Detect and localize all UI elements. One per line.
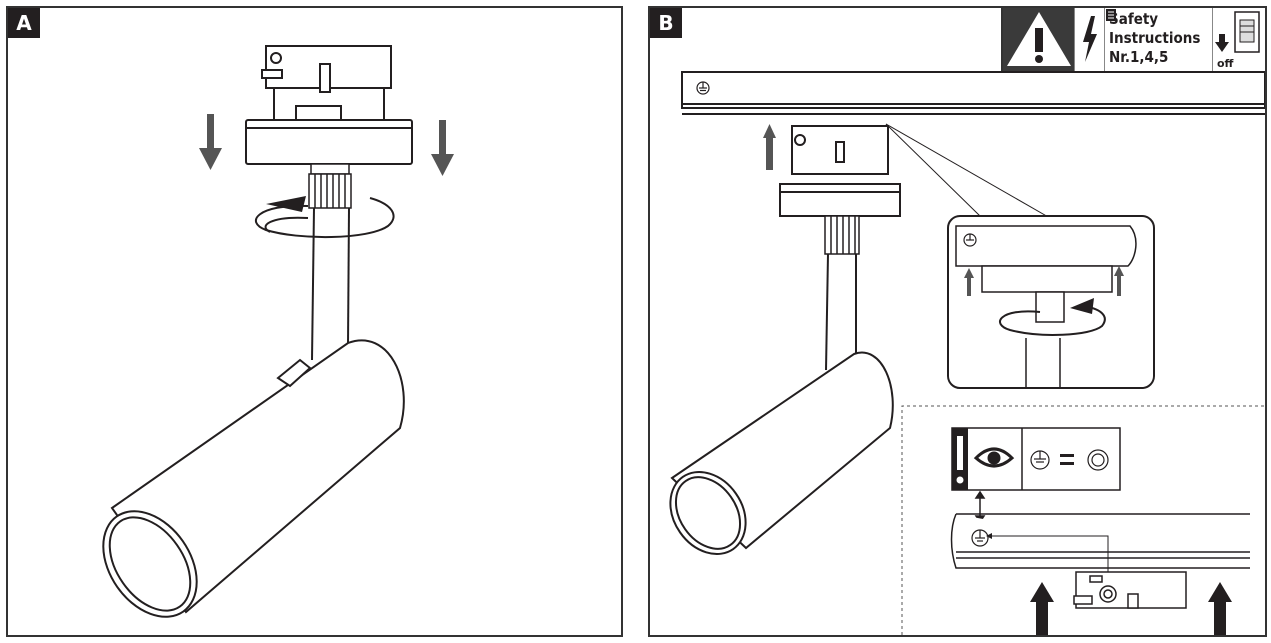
lamp-cylinder: [669, 351, 894, 555]
warning-triangle-icon: [1003, 8, 1075, 72]
panel-a-illustration: [102, 45, 454, 618]
knurled-ring: [824, 215, 860, 255]
lamp-stem: [311, 207, 350, 361]
ring-symbol-icon: [1087, 449, 1109, 471]
rotation-arrowhead-icon: [266, 196, 306, 212]
ground-symbol-icon: [963, 233, 977, 247]
eye-icon: [973, 447, 1015, 468]
equals-icon: [1060, 454, 1074, 465]
panel-a-label: A: [8, 8, 40, 38]
ground-symbol-icon: [1030, 450, 1050, 470]
safety-line2: Instructions: [1109, 29, 1201, 47]
panel-b-label: B: [650, 8, 682, 38]
dashed-detail-region: [901, 405, 1265, 635]
double-arrow-icon: [974, 490, 986, 524]
panel-a: A: [6, 6, 623, 637]
rotation-arrow-icon: [254, 197, 395, 239]
safety-instructions-box: Safety Instructions Nr.1,4,5 off: [1001, 8, 1265, 74]
ground-symbol-icon: [971, 529, 989, 547]
adapter-bottom: [1073, 571, 1187, 609]
panel-b: B Safety Instructions Nr.1,4,: [648, 6, 1267, 637]
panel-b-illustration: [669, 71, 1265, 635]
lamp-cylinder: [102, 339, 405, 618]
safety-line1: Safety: [1109, 10, 1159, 28]
lamp-stem: [825, 253, 857, 371]
pointer-arrow: [992, 535, 1109, 584]
switch-off-icon: off: [1213, 8, 1265, 72]
safety-nr: Nr.1,4,5: [1109, 48, 1169, 66]
track-rail: [681, 71, 1265, 115]
manual-icon: [1106, 9, 1116, 21]
big-up-arrows-icon: [1030, 582, 1232, 635]
ground-symbol-icon: [696, 81, 710, 95]
down-arrow-right-icon: [431, 120, 454, 176]
adapter-housing: [245, 119, 413, 165]
track-adapter-top: [261, 45, 392, 121]
off-label: off: [1217, 57, 1234, 70]
down-arrow-left-icon: [199, 114, 222, 170]
lightning-bolt-icon: [1075, 8, 1105, 72]
up-arrow-icon: [763, 124, 776, 170]
small-up-arrows-icon: [964, 266, 1124, 296]
knurled-ring: [308, 163, 352, 209]
track-adapter: [779, 125, 901, 217]
safety-text: Safety Instructions Nr.1,4,5: [1105, 8, 1213, 72]
rotation-arrow-icon: [999, 305, 1106, 336]
exclamation-icon: [952, 428, 968, 490]
track-rail-detail: [950, 513, 1250, 569]
